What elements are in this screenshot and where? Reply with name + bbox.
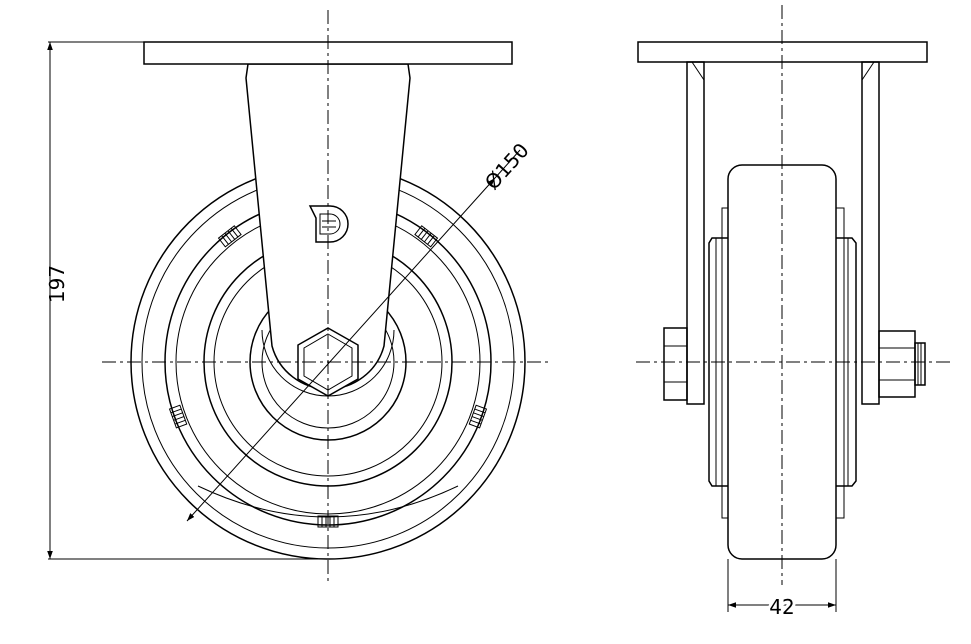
side-left-nut (663, 327, 688, 401)
side-fork-left (686, 61, 705, 405)
width-dimension: 42 (727, 559, 837, 622)
width-label: 42 (769, 595, 794, 619)
height-dimension: 197 (45, 41, 328, 560)
tread-marker (414, 225, 439, 248)
side-fork-right (861, 61, 880, 405)
side-right-nut (878, 330, 916, 398)
tread-marker (168, 404, 188, 429)
height-label: 197 (45, 265, 69, 303)
diameter-label: Ø150 (480, 138, 534, 194)
front-view: D Ø150 197 (45, 10, 552, 582)
side-view: 42 (636, 5, 952, 622)
tread-marker (217, 225, 242, 248)
axle-bolt-end (914, 342, 926, 386)
